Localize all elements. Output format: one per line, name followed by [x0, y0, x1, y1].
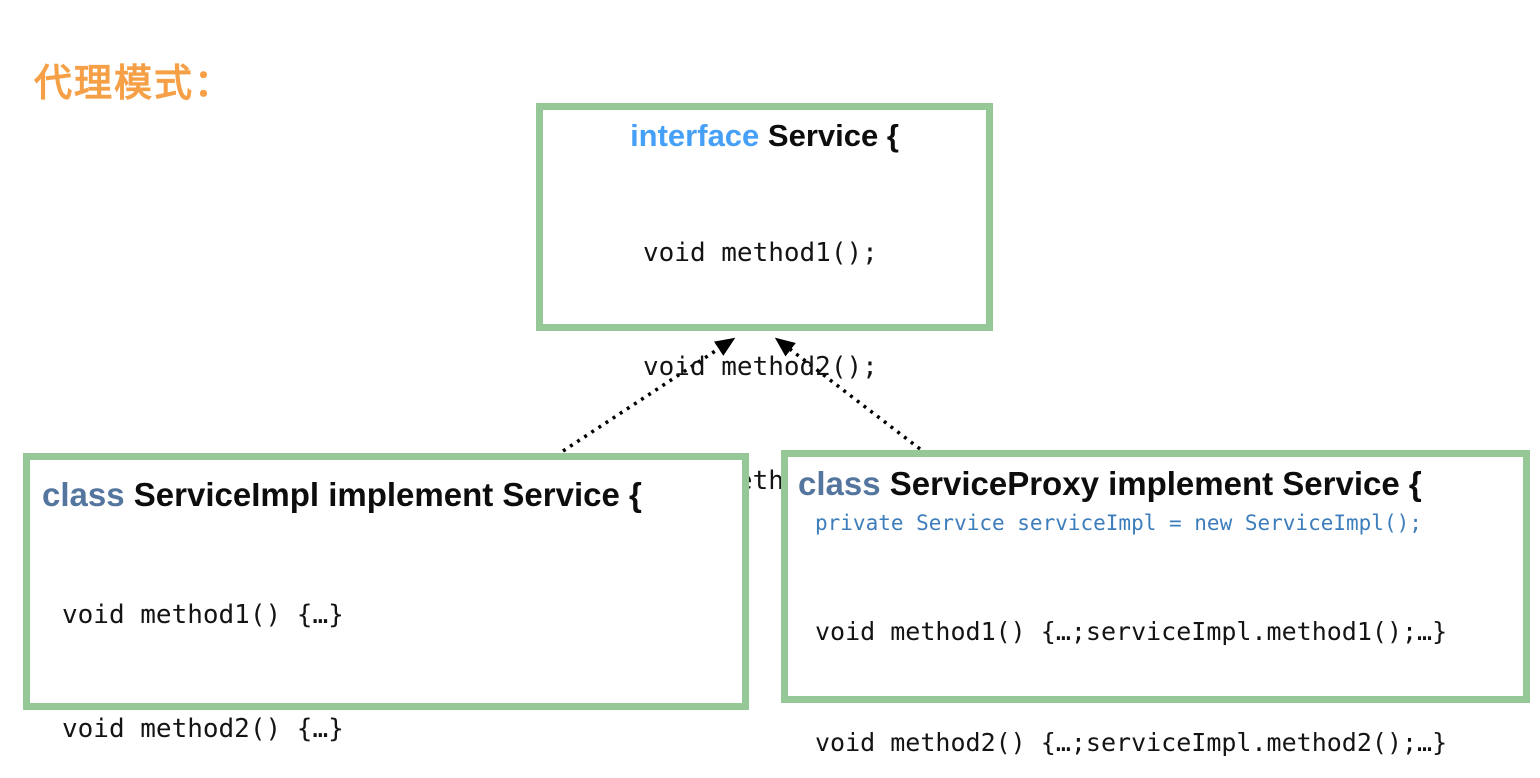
code-line: void method1() {…;serviceImpl.method1();…	[815, 617, 1448, 646]
impl-declaration: ServiceImpl implement Service {	[133, 476, 642, 513]
code-line: void method2();	[643, 352, 878, 382]
code-line: void method1() {…}	[62, 600, 344, 630]
code-line: void method2() {…;serviceImpl.method2();…	[815, 728, 1448, 757]
code-line: void method1();	[643, 238, 878, 268]
proxy-declaration: ServiceProxy implement Service {	[889, 465, 1422, 502]
interface-declaration: Service {	[767, 118, 899, 153]
class-keyword: class	[798, 465, 881, 502]
code-line: void method2() {…}	[62, 714, 344, 744]
interface-box-heading: interface Service {	[543, 118, 986, 154]
service-proxy-box: class ServiceProxy implement Service { p…	[781, 450, 1530, 757]
proxy-field-line: private Service serviceImpl = new Servic…	[815, 511, 1422, 535]
service-impl-box: class ServiceImpl implement Service { vo…	[23, 453, 749, 744]
impl-box-heading: class ServiceImpl implement Service {	[42, 476, 742, 514]
impl-method-list: void method1() {…} void method2() {…} vo…	[62, 520, 742, 778]
diagram-title: 代理模式：	[34, 63, 235, 105]
proxy-method-list: void method1() {…;serviceImpl.method1();…	[815, 539, 1523, 778]
interface-service-box: interface Service { void method1(); void…	[536, 103, 993, 613]
proxy-box-heading: class ServiceProxy implement Service {	[798, 465, 1523, 503]
class-keyword: class	[42, 476, 125, 513]
interface-keyword: interface	[630, 118, 760, 153]
